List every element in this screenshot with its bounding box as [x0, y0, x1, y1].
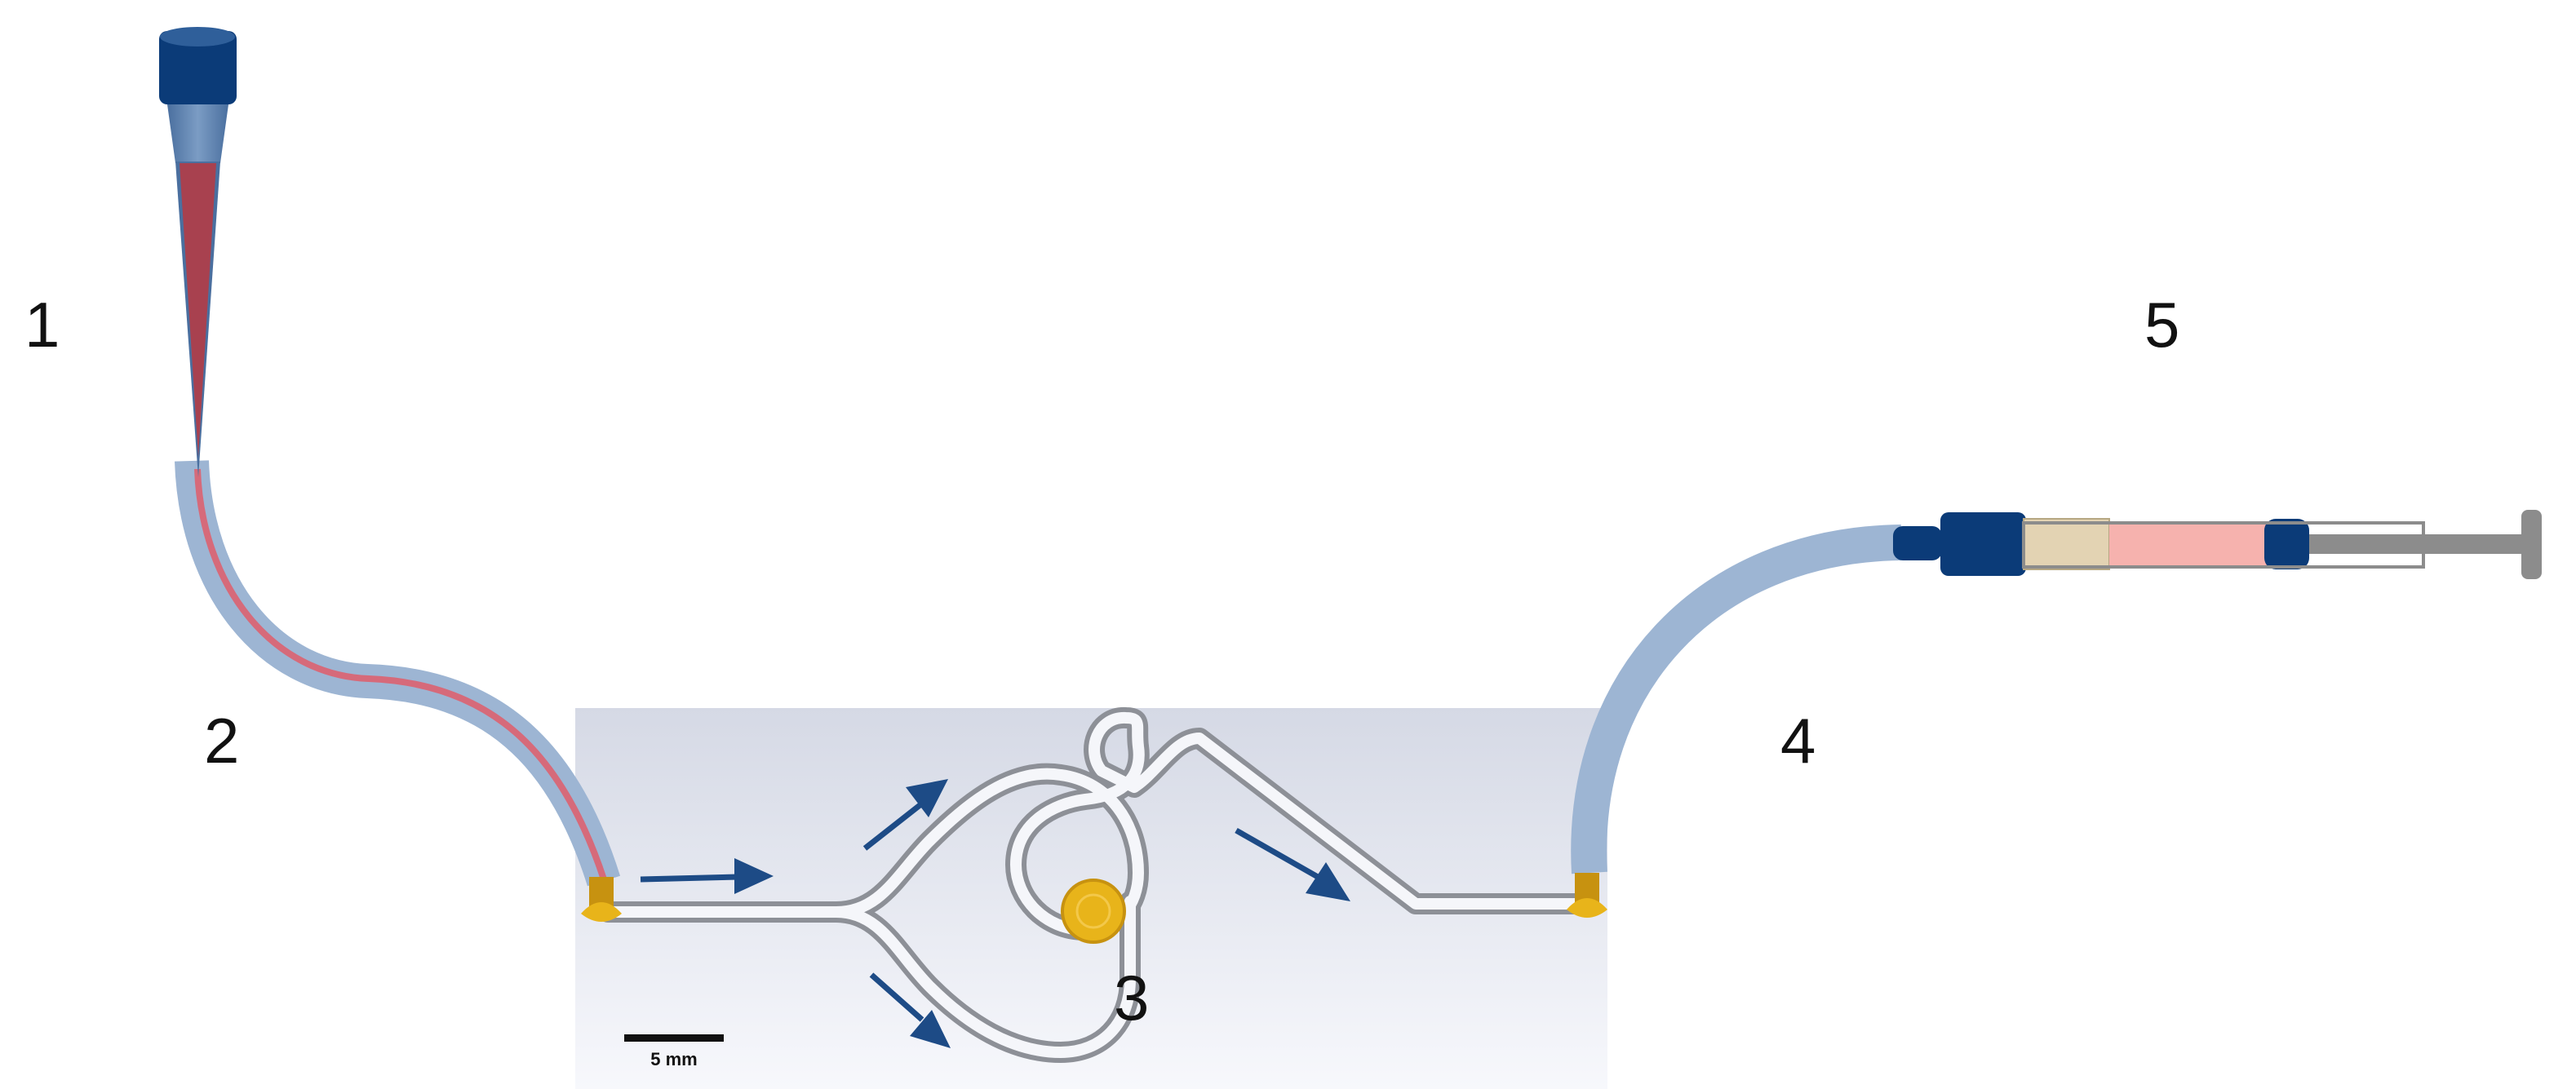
syringe: [1893, 510, 2542, 579]
inlet-port: [581, 877, 622, 922]
scale-bar-label: 5 mm: [650, 1049, 697, 1069]
pipette-tip: [159, 27, 237, 477]
scale-bar: 5 mm: [624, 1034, 724, 1069]
inlet-tubing: [175, 460, 621, 887]
flow-arrow-inlet: [640, 858, 774, 894]
channel-network: [597, 707, 1585, 1063]
label-1: 1: [24, 289, 60, 361]
outlet-port: [1567, 873, 1607, 918]
label-5: 5: [2144, 289, 2179, 361]
junction-marker: [1061, 879, 1126, 944]
pipette-tip-cap: [159, 31, 237, 104]
syringe-luer-tip: [1893, 526, 1942, 560]
syringe-hub: [1940, 512, 2026, 576]
label-2: 2: [204, 705, 239, 777]
syringe-plunger-seal: [2264, 519, 2309, 569]
label-4: 4: [1780, 705, 1816, 777]
label-3: 3: [1114, 962, 1149, 1034]
syringe-thumb-press: [2521, 510, 2542, 579]
flow-arrow-outlet-channel: [1235, 827, 1350, 901]
syringe-fluid: [2109, 523, 2268, 567]
syringe-plunger-rod: [2309, 534, 2538, 554]
flow-arrow-lower-branch: [869, 972, 951, 1048]
flow-arrow-upper-branch: [862, 779, 948, 851]
flow-arrows: [640, 779, 1350, 1048]
outlet-tubing: [1571, 525, 1902, 874]
syringe-plug: [2023, 518, 2110, 570]
